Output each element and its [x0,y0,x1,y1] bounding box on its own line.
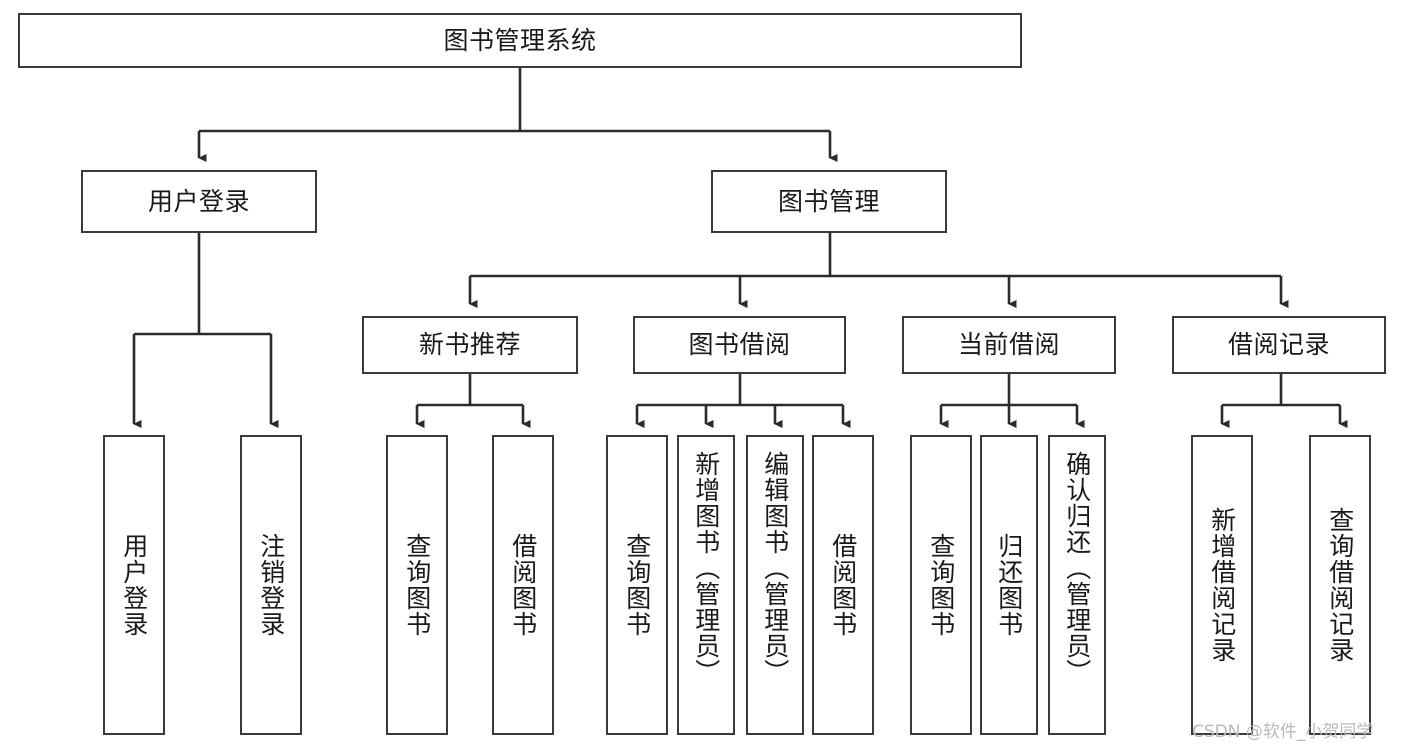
node-label: 查询图书 [926,533,956,637]
node-label: 当前借阅 [957,330,1060,359]
node-label: 注销登录 [256,533,286,637]
node-label: 新书推荐 [418,330,521,359]
node-label: 归还图书 [994,533,1024,637]
leaf-logout-login[interactable]: 注销登录 [240,435,302,735]
node-borrow-record[interactable]: 借阅记录 [1172,316,1386,374]
node-book-management[interactable]: 图书管理 [711,170,947,233]
node-label: 借阅图书 [828,533,858,637]
csdn-watermark: CSDN @软件_小贺同学 [1192,722,1374,742]
node-label: 新增图书（管理员） [691,451,721,685]
node-user-login[interactable]: 用户登录 [81,170,317,233]
node-label: 图书借阅 [688,330,791,359]
node-label: 查询借阅记录 [1325,507,1355,663]
node-label: 用户登录 [119,533,149,637]
node-label: 编辑图书（管理员） [760,451,790,685]
leaf-borrow-book-1[interactable]: 借阅图书 [492,435,554,735]
node-root-book-management-system[interactable]: 图书管理系统 [18,13,1022,68]
node-label: 借阅记录 [1227,330,1330,359]
leaf-borrow-book-2[interactable]: 借阅图书 [812,435,874,735]
leaf-return-book[interactable]: 归还图书 [980,435,1038,735]
node-book-borrow[interactable]: 图书借阅 [633,316,846,374]
node-label: 查询图书 [622,533,652,637]
leaf-query-book-2[interactable]: 查询图书 [606,435,668,735]
leaf-add-book-admin[interactable]: 新增图书（管理员） [677,435,735,735]
node-label: 图书管理 [777,186,880,216]
node-label: 用户登录 [147,186,250,216]
node-label: 查询图书 [402,533,432,637]
node-label: 借阅图书 [508,533,538,637]
node-label: 图书管理系统 [443,25,597,55]
leaf-user-login[interactable]: 用户登录 [103,435,165,735]
leaf-add-borrow-record[interactable]: 新增借阅记录 [1191,435,1253,735]
node-label: 新增借阅记录 [1207,507,1237,663]
leaf-confirm-return-admin[interactable]: 确认归还（管理员） [1048,435,1106,735]
leaf-query-borrow-record[interactable]: 查询借阅记录 [1309,435,1371,735]
node-new-book-recommend[interactable]: 新书推荐 [362,316,578,374]
node-current-borrow[interactable]: 当前借阅 [902,316,1116,374]
leaf-query-book-1[interactable]: 查询图书 [386,435,448,735]
leaf-edit-book-admin[interactable]: 编辑图书（管理员） [746,435,804,735]
leaf-query-book-3[interactable]: 查询图书 [910,435,972,735]
node-label: 确认归还（管理员） [1062,451,1092,685]
